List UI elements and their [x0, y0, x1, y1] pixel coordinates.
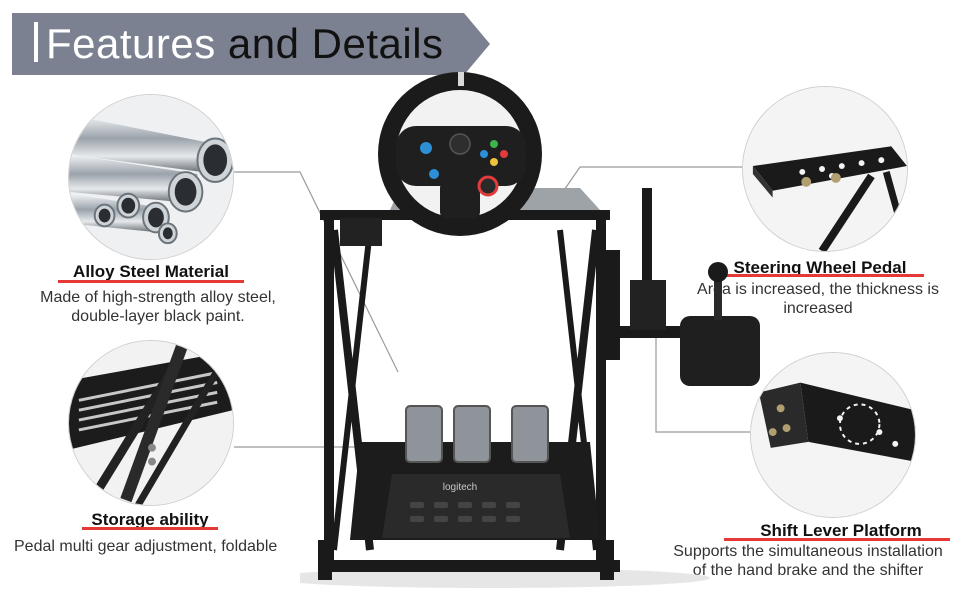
title-part1: Features — [46, 20, 216, 67]
storage-circle — [68, 340, 234, 506]
steering-pedal-circle — [742, 86, 908, 252]
alloy-steel-circle — [68, 94, 234, 260]
storage-description: Pedal multi gear adjustment, foldable — [14, 537, 332, 556]
shifter-plate-image — [751, 353, 915, 517]
alloy-steel-title: Alloy Steel Material — [73, 262, 229, 281]
pedal-brand-label: logitech — [443, 482, 477, 493]
steering-pedal-desc-line1: Area is increased, the thickness is — [697, 281, 939, 298]
steering-pedal-title: Steering Wheel Pedal — [733, 258, 907, 277]
steering-pedal-description: Area is increased, the thickness is incr… — [672, 280, 964, 318]
title-part2: and Details — [227, 20, 444, 67]
alloy-steel-desc-line2: double-layer black paint. — [71, 308, 245, 325]
storage-title: Storage ability — [91, 510, 209, 529]
alloy-steel-desc-line1: Made of high-strength alloy steel, — [40, 289, 276, 306]
steering-pedal-underline — [722, 274, 924, 277]
steering-pedal-desc-line2: increased — [783, 300, 853, 317]
title-bar-mark — [34, 22, 38, 62]
storage-desc-line1: Pedal multi gear adjustment, foldable — [14, 538, 278, 555]
shift-platform-circle — [750, 352, 916, 518]
alloy-steel-underline — [58, 280, 244, 283]
page-title: Features and Details — [34, 19, 444, 69]
steel-tubes-image — [69, 95, 233, 259]
storage-underline — [82, 527, 218, 530]
wheel-platform-image — [743, 87, 907, 251]
header-banner: Features and Details — [12, 13, 490, 75]
racing-wheel-stand-image: logitech — [300, 72, 760, 588]
shift-platform-desc-line1: Supports the simultaneous installation — [673, 543, 943, 560]
alloy-steel-description: Made of high-strength alloy steel, doubl… — [8, 288, 308, 326]
banner-background — [12, 13, 490, 75]
shift-platform-underline — [724, 538, 950, 541]
shift-platform-description: Supports the simultaneous installation o… — [648, 542, 968, 580]
shift-platform-desc-line2: of the hand brake and the shifter — [692, 562, 924, 579]
foldable-frame-image — [69, 341, 233, 505]
shift-platform-title: Shift Lever Platform — [760, 521, 922, 540]
